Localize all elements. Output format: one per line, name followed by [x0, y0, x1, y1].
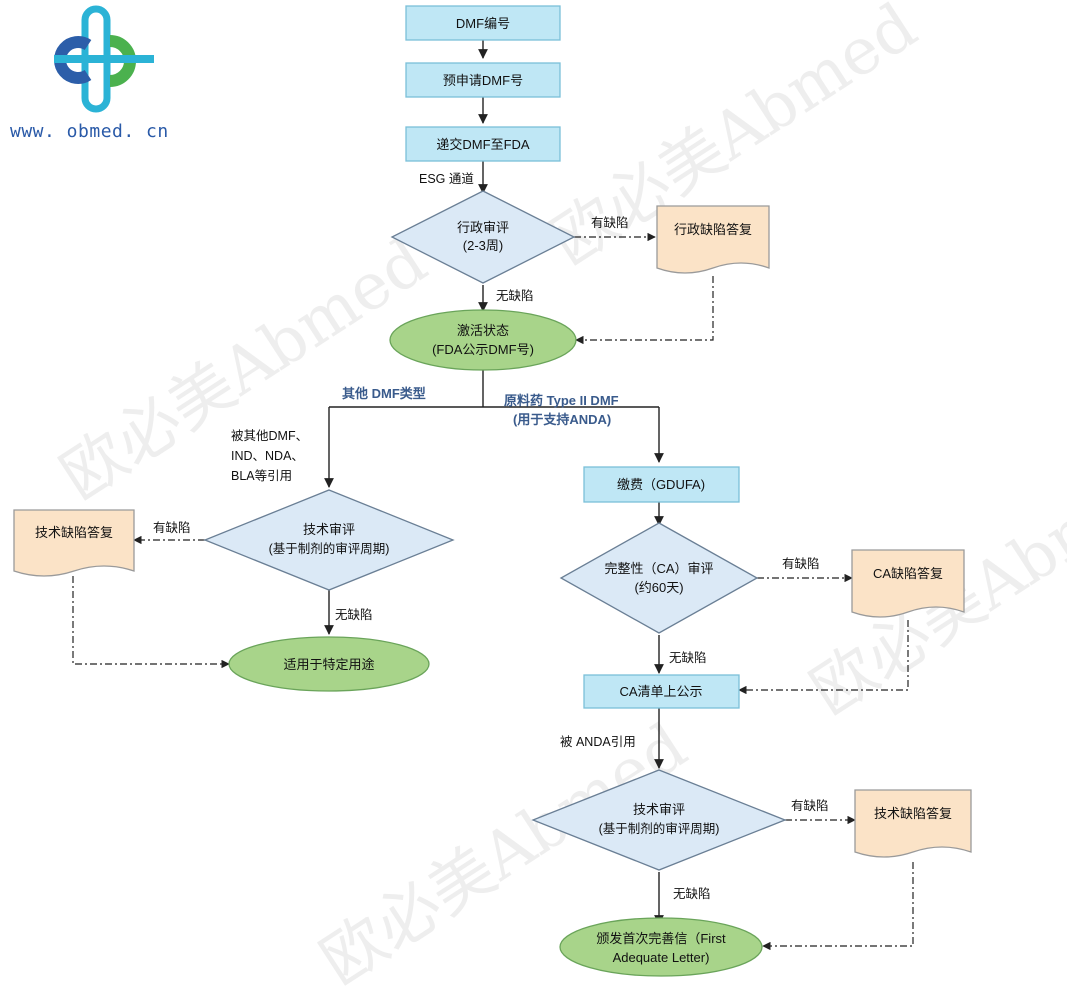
svg-text:完整性（CA）审评: 完整性（CA）审评 [604, 561, 713, 576]
svg-text:CA缺陷答复: CA缺陷答复 [873, 566, 943, 581]
arrow-ca-reply-back [738, 620, 909, 695]
label-branch-other: 其他 DMF类型 [342, 386, 426, 401]
svg-text:Adequate Letter): Adequate Letter) [613, 950, 710, 965]
svg-text:技术缺陷答复: 技术缺陷答复 [35, 525, 113, 540]
doc-ca-reply: CA缺陷答复 [851, 549, 965, 618]
svg-text:适用于特定用途: 适用于特定用途 [283, 657, 374, 672]
svg-text:预申请DMF号: 预申请DMF号 [443, 73, 523, 88]
label-no-defect-right: 无缺陷 [673, 886, 711, 901]
flowchart: DMF编号 预申请DMF号 递交DMF至FDA 缴费（GDUFA) CA清单上公… [13, 5, 972, 977]
node-ca-list: CA清单上公示 [583, 674, 740, 709]
label-branch-type2: 原料药 Type II DMF [504, 393, 619, 408]
doc-admin-reply: 行政缺陷答复 [656, 205, 770, 274]
label-esg: ESG 通道 [419, 172, 474, 186]
svg-text:DMF编号: DMF编号 [456, 16, 510, 31]
svg-text:CA清单上公示: CA清单上公示 [619, 684, 702, 699]
svg-text:(基于制剂的审评周期): (基于制剂的审评周期) [599, 821, 720, 836]
branch-labels: 其他 DMF类型 原料药 Type II DMF (用于支持ANDA) [342, 386, 619, 427]
svg-text:(约60天): (约60天) [634, 580, 683, 595]
label-no-defect-admin: 无缺陷 [496, 288, 534, 303]
node-pre-apply: 预申请DMF号 [405, 62, 561, 98]
terminal-specific-use: 适用于特定用途 [228, 636, 430, 692]
label-no-defect-left: 无缺陷 [335, 607, 373, 622]
svg-text:颁发首次完善信（First: 颁发首次完善信（First [596, 931, 726, 946]
svg-text:(FDA公示DMF号): (FDA公示DMF号) [432, 342, 534, 357]
node-submit: 递交DMF至FDA [405, 126, 561, 162]
logo-mark-icon [54, 5, 154, 113]
decision-ca-review: 完整性（CA）审评 (约60天) [559, 522, 759, 634]
logo [40, 5, 170, 115]
label-defect-admin: 有缺陷 [591, 215, 629, 230]
svg-text:技术审评: 技术审评 [303, 522, 355, 537]
logo-url: www. obmed. cn [10, 121, 169, 142]
svg-text:递交DMF至FDA: 递交DMF至FDA [436, 137, 529, 152]
svg-text:技术缺陷答复: 技术缺陷答复 [874, 806, 952, 821]
svg-text:(2-3周): (2-3周) [463, 238, 503, 253]
label-defect-ca: 有缺陷 [782, 556, 820, 571]
svg-text:行政缺陷答复: 行政缺陷答复 [674, 222, 752, 237]
arrow-right-reply-back [762, 862, 914, 951]
terminal-active: 激活状态 (FDA公示DMF号) [389, 309, 577, 371]
label-referenced-1: 被其他DMF、 [231, 429, 308, 443]
label-defect-left: 有缺陷 [153, 520, 191, 535]
arrow-admin-reply-back [575, 276, 714, 345]
decision-tech-review-right: 技术审评 (基于制剂的审评周期) [531, 769, 787, 871]
node-dmf-number: DMF编号 [405, 5, 561, 41]
arrow-left-reply-back [72, 576, 230, 669]
label-anda-ref: 被 ANDA引用 [560, 735, 636, 749]
label-no-defect-ca: 无缺陷 [669, 650, 707, 665]
defect-connectors [72, 232, 914, 951]
decision-admin-review: 行政审评 (2-3周) [390, 190, 576, 284]
svg-text:(基于制剂的审评周期): (基于制剂的审评周期) [269, 541, 390, 556]
node-fee: 缴费（GDUFA) [583, 466, 740, 503]
svg-text:技术审评: 技术审评 [633, 802, 685, 817]
connectors [324, 40, 664, 925]
label-defect-right: 有缺陷 [791, 798, 829, 813]
svg-text:行政审评: 行政审评 [457, 220, 509, 235]
svg-text:激活状态: 激活状态 [457, 323, 509, 338]
edge-labels: ESG 通道 有缺陷 无缺陷 被其他DMF、 IND、NDA、 BLA等引用 有… [153, 172, 829, 901]
label-referenced-2: IND、NDA、 [231, 449, 304, 463]
label-branch-type2-sub: (用于支持ANDA) [513, 412, 611, 427]
doc-tech-reply-right: 技术缺陷答复 [854, 789, 972, 858]
doc-tech-reply-left: 技术缺陷答复 [13, 509, 135, 577]
decision-tech-review-left: 技术审评 (基于制剂的审评周期) [203, 489, 455, 591]
terminal-first-adequate: 颁发首次完善信（First Adequate Letter) [559, 917, 763, 977]
svg-text:缴费（GDUFA): 缴费（GDUFA) [617, 477, 705, 492]
label-referenced-3: BLA等引用 [231, 468, 292, 483]
